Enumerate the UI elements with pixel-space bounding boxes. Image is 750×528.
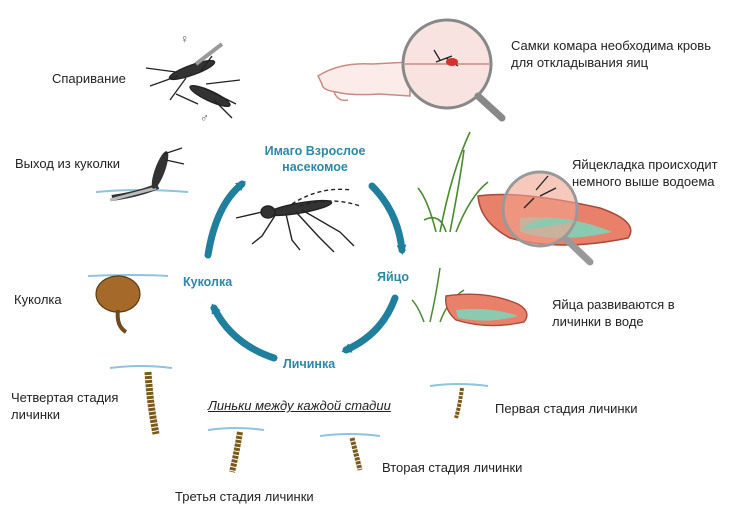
arrow-larva-to-pupa <box>210 303 278 362</box>
arrow-pupa-to-adult <box>204 180 246 259</box>
pupa-icon <box>87 274 169 334</box>
stage-egg-label: Яйцо <box>377 270 409 284</box>
grass-icon <box>417 131 489 233</box>
larva-instar2-icon <box>319 433 381 471</box>
larva-instar4-icon <box>109 365 173 435</box>
emergence-icon <box>95 147 189 202</box>
egg-laying-label: Яйцекладка происходит немного выше водое… <box>572 157 718 189</box>
male-symbol: ♂ <box>200 111 209 125</box>
small-dish-icon <box>445 293 528 327</box>
hand-icon <box>317 61 411 102</box>
arrow-egg-to-larva <box>341 294 399 354</box>
female-symbol: ♀ <box>180 32 189 46</box>
instar3-label: Третья стадия личинки <box>175 489 314 504</box>
eggs-develop-label: Яйца развиваются в личинки в воде <box>552 297 675 329</box>
stage-pupa-label: Куколка <box>183 275 233 289</box>
cycle-arrows <box>204 180 407 362</box>
molts-header: Линьки между каждой стадии <box>208 398 391 413</box>
egg-magnifier-icon <box>501 170 594 266</box>
pupa-label: Куколка <box>14 292 62 307</box>
larva-instar1-icon <box>429 383 489 419</box>
adult-mosquito-icon <box>235 188 361 253</box>
instar4-label: Четвертая стадия личинки <box>11 390 119 422</box>
emergence-label: Выход из куколки <box>15 156 120 171</box>
stage-larva-label: Личинка <box>283 357 336 371</box>
mating-mosquitoes-icon <box>145 42 241 119</box>
stage-adult-label: Имаго Взрослое насекомое <box>264 144 366 174</box>
larva-instar3-icon <box>207 427 265 473</box>
mating-label: Спаривание <box>52 71 126 86</box>
magnifier-icon <box>401 18 506 122</box>
instar2-label: Вторая стадия личинки <box>382 460 523 475</box>
blood-label: Самки комара необходима кровь для отклад… <box>511 38 711 70</box>
arrow-adult-to-egg <box>368 182 407 255</box>
instar1-label: Первая стадия личинки <box>495 401 638 416</box>
